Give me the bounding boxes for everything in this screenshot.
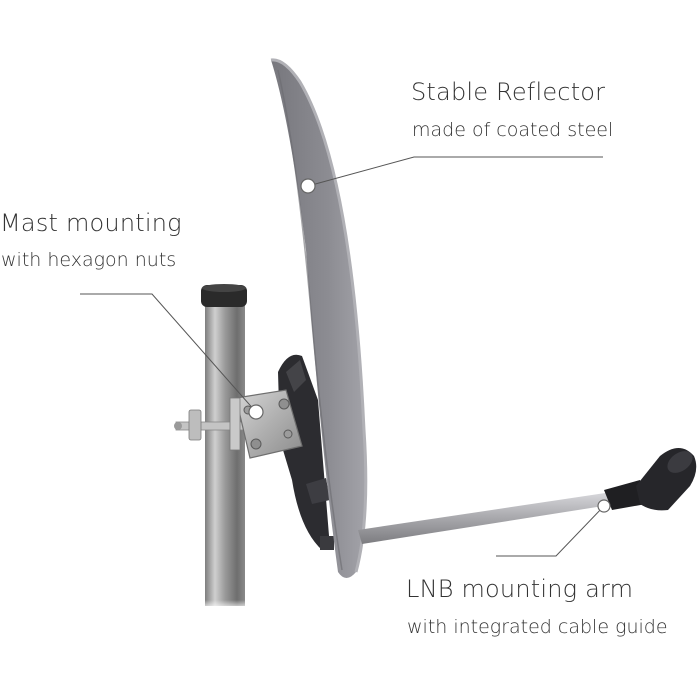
mast-callout-title: Mast mounting — [0, 209, 182, 237]
hexagon-nut-top — [278, 398, 290, 410]
arm-marker-dot — [597, 499, 611, 513]
hexagon-nut-bottom — [250, 438, 262, 450]
leader-line-arm — [496, 505, 605, 557]
leader-lines — [80, 156, 605, 557]
arm-callout-title: LNB mounting arm — [406, 575, 634, 603]
reflector-marker-dot — [300, 178, 316, 194]
mast-callout-subtitle: with hexagon nuts — [1, 249, 177, 271]
reflector-callout-title: Stable Reflector — [411, 78, 606, 106]
leader-line-reflector — [307, 156, 603, 187]
mast-marker-dot — [248, 404, 264, 420]
leader-line-mast — [80, 293, 257, 413]
reflector-callout-subtitle: made of coated steel — [412, 119, 614, 141]
lnb-mounting-arm — [358, 448, 697, 544]
mast-pole — [201, 284, 247, 610]
dish-reflector — [270, 58, 368, 579]
arm-callout-subtitle: with integrated cable guide — [407, 616, 668, 638]
